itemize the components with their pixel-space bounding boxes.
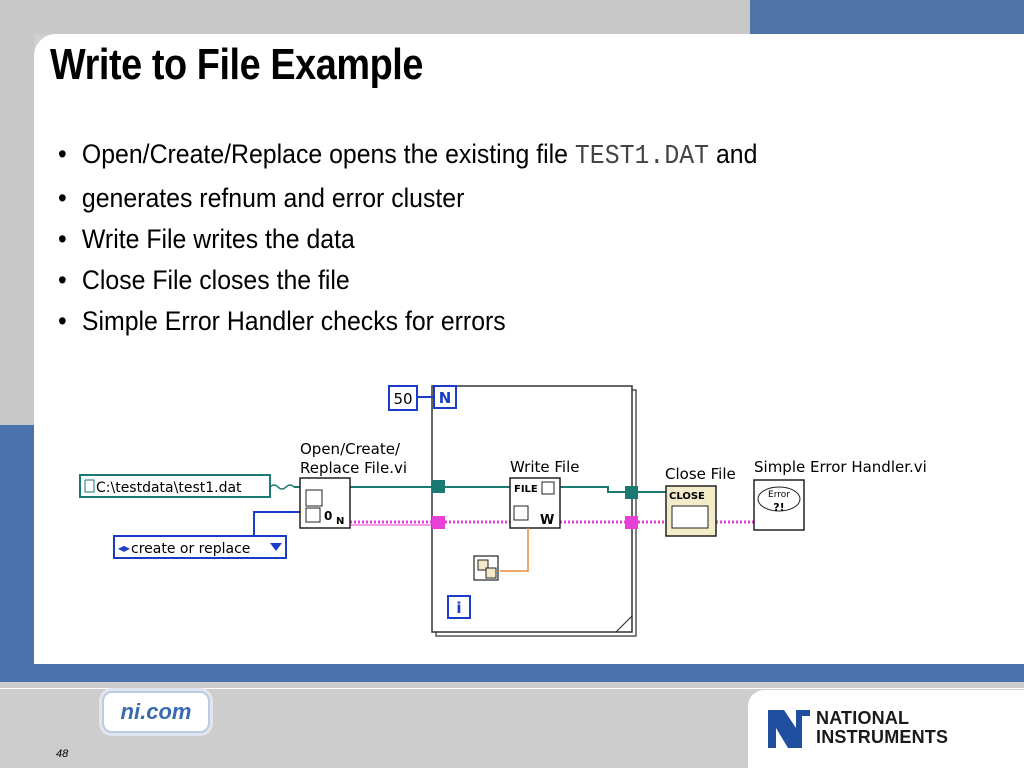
count-constant-value: 50: [393, 390, 412, 408]
path-constant-value: C:\testdata\test1.dat: [96, 480, 242, 496]
loop-count-terminal: [433, 385, 457, 409]
data-wire: [500, 528, 529, 572]
background-left-band: [0, 0, 34, 425]
error-handler-text: Error: [768, 490, 790, 500]
enum-constant-value: create or replace: [131, 541, 250, 557]
open-node-label-line2: Replace File.vi: [300, 459, 408, 477]
slide-title: Write to File Example: [50, 40, 423, 89]
file-name-code: TEST1.DAT: [574, 142, 710, 172]
for-loop-corner: [615, 615, 633, 633]
write-node-label: Write File: [510, 458, 580, 476]
bullet-1-continuation: generates refnum and error cluster: [81, 183, 465, 213]
bullet-4-text: Simple Error Handler checks for errors: [81, 306, 506, 336]
open-file-icon: [305, 489, 323, 507]
enum-wire: [253, 511, 300, 536]
enum-dropdown-icon: [270, 543, 282, 551]
write-node-text: FILE: [514, 484, 538, 495]
refnum-wire-out: [560, 486, 625, 493]
logo-text-instruments: INSTRUMENTS: [816, 727, 949, 747]
close-file-icon: [671, 505, 709, 529]
page-number: 48: [56, 748, 69, 760]
error-handler-symbol: ?!: [773, 501, 784, 514]
count-constant: [388, 385, 418, 411]
bullet-1-tail: and: [709, 139, 758, 169]
dice-icon-2: [485, 567, 497, 579]
open-node-glyph: 0: [324, 509, 332, 523]
write-node-glyph: W: [540, 513, 554, 528]
path-icon: [84, 479, 95, 493]
refnum-tunnel-out: [625, 486, 638, 499]
background-top-accent: [750, 0, 1024, 34]
write-disk-icon: [513, 505, 529, 521]
open-create-replace-node: [299, 477, 351, 529]
open-node-glyph-n: N: [336, 516, 344, 527]
bullet-1-text: Open/Create/Replace opens the existing f…: [81, 139, 575, 169]
enum-arrows-icon: ◂▸: [118, 541, 130, 555]
loop-count-letter: N: [439, 389, 452, 407]
handler-node-label: Simple Error Handler.vi: [754, 458, 927, 476]
background-left-accent: [0, 425, 34, 685]
close-node-label: Close File: [665, 465, 736, 483]
enum-constant: [113, 535, 287, 559]
error-tunnel-in: [432, 516, 445, 529]
error-bubble-icon: [757, 486, 801, 512]
national-instruments-logo-icon: [768, 710, 810, 748]
write-grid-icon: [541, 481, 555, 495]
bullet-close-file: Close File closes the file: [58, 260, 757, 301]
bullet-3-text: Close File closes the file: [81, 265, 350, 295]
nicom-text[interactable]: ni.com: [120, 699, 192, 724]
footer-divider: [0, 688, 1024, 689]
bullet-list: Open/Create/Replace opens the existing f…: [58, 134, 818, 342]
nicom-badge[interactable]: ni.com: [102, 691, 210, 733]
logo-text-national: NATIONAL: [816, 708, 910, 728]
bullet-open-create-continued: generates refnum and error cluster: [58, 178, 757, 219]
refnum-tunnel-in: [432, 480, 445, 493]
loop-index-letter: i: [456, 599, 461, 617]
bullet-2-text: Write File writes the data: [81, 224, 355, 254]
loop-index-terminal: [447, 595, 471, 619]
background-bottom-band: [0, 664, 1024, 682]
bullet-error-handler: Simple Error Handler checks for errors: [58, 301, 757, 342]
bullet-open-create: Open/Create/Replace opens the existing f…: [58, 134, 757, 178]
open-disk-icon: [305, 507, 321, 523]
bullet-write-file: Write File writes the data: [58, 219, 757, 260]
path-wire-stub: [269, 484, 295, 490]
error-tunnel-out: [625, 516, 638, 529]
dice-icon: [477, 559, 489, 571]
open-node-label-line1: Open/Create/: [300, 440, 401, 458]
close-node-text: CLOSE: [669, 491, 705, 502]
